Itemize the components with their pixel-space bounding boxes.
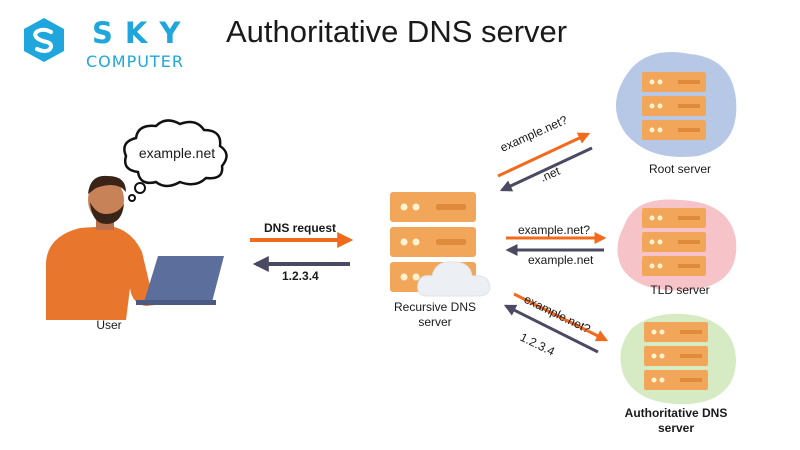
dns-request-label: DNS request (264, 221, 337, 235)
logo-mark-icon (24, 18, 64, 62)
authoritative-server-label: Authoritative DNS server (606, 406, 746, 436)
user-with-laptop-illustration (46, 175, 224, 320)
recursive-server-label: Recursive DNS server (380, 300, 490, 330)
thought-bubble (123, 119, 228, 202)
tld-query-label: example.net? (518, 223, 591, 237)
page-title: Authoritative DNS server (226, 14, 568, 49)
sky-computer-logo: SKY COMPUTER (20, 12, 183, 71)
authoritative-server-icon (620, 313, 736, 405)
authoritative-answer-arrow (503, 304, 599, 354)
thought-text: example.net (138, 145, 216, 161)
tld-server-label: TLD server (650, 283, 710, 297)
root-server-icon (615, 52, 737, 158)
dns-response-label: 1.2.3.4 (282, 269, 319, 283)
logo-text-computer: COMPUTER (86, 52, 184, 71)
tld-server-icon (617, 199, 737, 291)
recursive-server-icon (390, 192, 491, 297)
root-server-label: Root server (648, 162, 712, 176)
tld-answer-label: example.net (528, 253, 594, 267)
recursive-label-line2: server (418, 315, 452, 329)
logo-text-sky: SKY (92, 16, 193, 50)
root-answer-arrow (499, 146, 593, 192)
authoritative-query-arrow (513, 292, 609, 342)
authoritative-label-line1: Authoritative DNS (624, 406, 728, 420)
authoritative-label-line2: server (657, 421, 695, 435)
user-label: User (96, 318, 122, 332)
root-query-arrow (497, 132, 591, 178)
recursive-label-line1: Recursive DNS (393, 300, 477, 314)
